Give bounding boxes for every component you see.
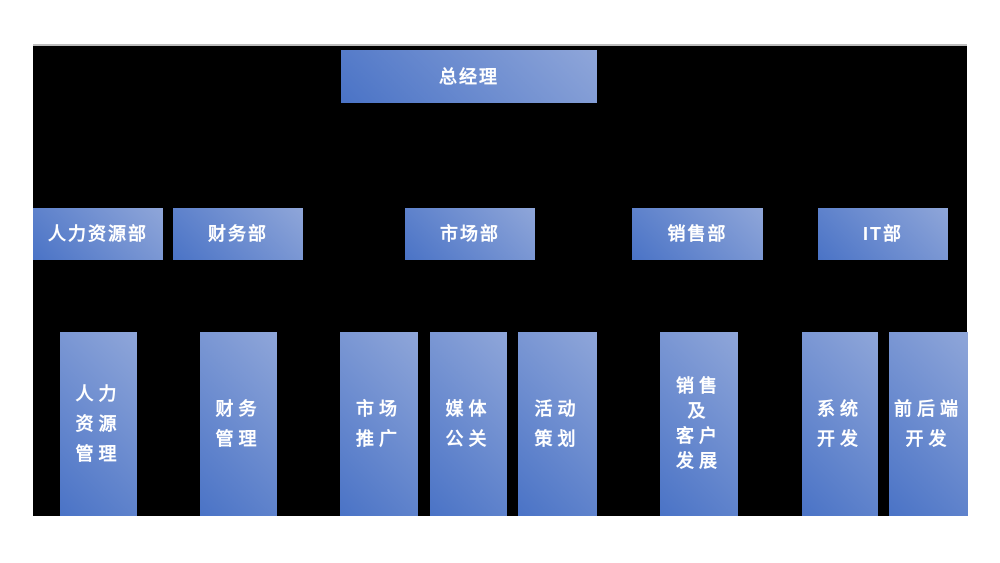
org-node-sales-customer-development: 销售 及 客户 发展 [660, 332, 738, 516]
org-node-label: IT部 [863, 224, 903, 244]
org-node-event-planning: 活动 策划 [518, 332, 597, 516]
org-node-label: 财务 管理 [215, 399, 262, 449]
org-chart-canvas: 总经理 人力资源部 财务部 市场部 销售部 IT部 人力 资源 管理 财务 管理… [33, 44, 968, 516]
org-node-label: 总经理 [439, 66, 499, 87]
org-node-general-manager: 总经理 [341, 50, 597, 103]
org-node-label: 市场 推广 [356, 399, 402, 449]
org-node-media-pr: 媒体 公关 [430, 332, 507, 516]
org-node-hr-management: 人力 资源 管理 [60, 332, 137, 516]
org-node-it-dept: IT部 [818, 208, 948, 260]
org-node-label: 人力资源部 [48, 224, 148, 244]
org-node-label: 系统 开发 [817, 399, 863, 449]
org-node-label: 市场部 [440, 224, 500, 244]
org-node-label: 人力 资源 管理 [75, 384, 122, 464]
org-node-market-promotion: 市场 推广 [340, 332, 418, 516]
org-node-label: 活动 策划 [534, 399, 581, 449]
org-node-finance-management: 财务 管理 [200, 332, 277, 516]
org-node-frontend-backend-development: 前后端 开发 [889, 332, 968, 516]
org-node-label: 销售 及 客户 发展 [676, 376, 722, 471]
org-node-label: 前后端 开发 [894, 399, 963, 449]
org-node-label: 媒体 公关 [445, 399, 492, 449]
org-node-hr-dept: 人力资源部 [33, 208, 163, 260]
org-node-system-development: 系统 开发 [802, 332, 878, 516]
org-node-label: 销售部 [667, 224, 728, 244]
org-node-label: 财务部 [208, 224, 268, 244]
org-node-sales-dept: 销售部 [632, 208, 763, 260]
org-node-marketing-dept: 市场部 [405, 208, 535, 260]
org-node-finance-dept: 财务部 [173, 208, 303, 260]
